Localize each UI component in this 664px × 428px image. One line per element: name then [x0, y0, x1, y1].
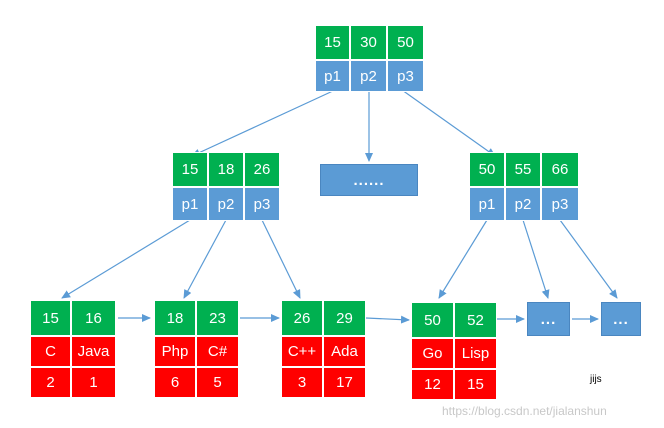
root-pointer-1: p1	[315, 60, 350, 92]
leaf-3-key-1: 26	[281, 300, 323, 336]
leaf-1-count-1: 2	[30, 367, 71, 398]
mid-right-pointer-1: p1	[469, 187, 505, 221]
leaf-4-count-1: 12	[411, 369, 454, 400]
leaf-placeholder-1: ...	[527, 302, 570, 336]
leaf-2-value-2: C#	[196, 336, 239, 367]
note-label: jijs	[590, 374, 602, 385]
leaf-placeholder-2: ...	[601, 302, 641, 336]
leaf-1-key-1: 15	[30, 300, 71, 336]
leaf-2-key-1: 18	[154, 300, 196, 336]
arrow-root-p1	[191, 89, 336, 157]
mid-placeholder-block: ......	[320, 164, 418, 196]
arrow-midright-p2	[522, 219, 550, 299]
root-pointer-3: p3	[387, 60, 424, 92]
mid-left-key-1: 15	[172, 152, 208, 187]
leaf-1-value-1: C	[30, 336, 71, 367]
arrow-midright-p3	[559, 219, 618, 299]
arrow-leaf-3-4	[365, 315, 410, 324]
arrow-midleft-p2	[183, 219, 227, 299]
leaf-1-count-2: 1	[71, 367, 116, 398]
arrow-midleft-p3	[261, 219, 301, 299]
mid-right-pointer-2: p2	[505, 187, 541, 221]
leaf-1-value-2: Java	[71, 336, 116, 367]
arrow-root-p3	[401, 89, 496, 157]
leaf-3-count-2: 17	[323, 367, 366, 398]
mid-right-key-3: 66	[541, 152, 579, 187]
leaf-2-count-2: 5	[196, 367, 239, 398]
mid-left-key-3: 26	[244, 152, 280, 187]
mid-right-key-1: 50	[469, 152, 505, 187]
arrow-midleft-p1	[61, 219, 191, 299]
mid-left-pointer-1: p1	[172, 187, 208, 221]
leaf-4-key-2: 52	[454, 302, 497, 338]
leaf-4-value-1: Go	[411, 338, 454, 369]
root-key-3: 50	[387, 25, 424, 60]
leaf-3-value-2: Ada	[323, 336, 366, 367]
leaf-3-key-2: 29	[323, 300, 366, 336]
mid-left-key-2: 18	[208, 152, 244, 187]
mid-right-pointer-3: p3	[541, 187, 579, 221]
leaf-2-key-2: 23	[196, 300, 239, 336]
arrow-midright-p1	[438, 219, 488, 299]
root-pointer-2: p2	[350, 60, 387, 92]
root-key-2: 30	[350, 25, 387, 60]
leaf-4-count-2: 15	[454, 369, 497, 400]
mid-right-key-2: 55	[505, 152, 541, 187]
mid-left-pointer-3: p3	[244, 187, 280, 221]
watermark: https://blog.csdn.net/jialanshun	[442, 404, 607, 418]
leaf-4-value-2: Lisp	[454, 338, 497, 369]
leaf-4-key-1: 50	[411, 302, 454, 338]
leaf-1-key-2: 16	[71, 300, 116, 336]
leaf-3-count-1: 3	[281, 367, 323, 398]
leaf-2-count-1: 6	[154, 367, 196, 398]
leaf-2-value-1: Php	[154, 336, 196, 367]
leaf-3-value-1: C++	[281, 336, 323, 367]
mid-left-pointer-2: p2	[208, 187, 244, 221]
root-key-1: 15	[315, 25, 350, 60]
